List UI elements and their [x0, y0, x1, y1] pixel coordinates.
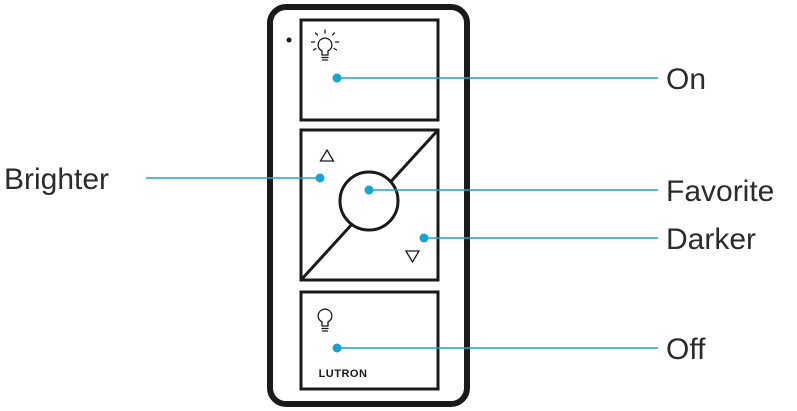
raise-lower-pad	[299, 128, 440, 282]
triangle-down-icon	[404, 250, 421, 264]
status-led	[286, 37, 292, 43]
off-button[interactable]: LUTRON	[299, 290, 440, 391]
light-bulb-on-icon	[310, 29, 340, 61]
favorite-button[interactable]	[338, 170, 400, 232]
callout-lines	[146, 73, 658, 353]
darker-callout-line	[419, 233, 658, 243]
off-callout-line	[332, 343, 658, 353]
label-on: On	[666, 63, 706, 96]
on-button[interactable]	[299, 18, 440, 122]
label-off: Off	[666, 333, 706, 366]
on-callout-line	[332, 73, 658, 83]
favorite-callout-line	[364, 185, 658, 195]
brighter-callout-line	[146, 173, 325, 183]
label-favorite: Favorite	[666, 175, 774, 208]
light-bulb-off-icon	[317, 308, 333, 332]
label-darker: Darker	[666, 223, 756, 256]
brand-logo: LUTRON	[319, 368, 368, 380]
callout-labels: On Brighter Favorite Darker Off	[4, 63, 774, 366]
label-brighter: Brighter	[4, 163, 109, 196]
pico-remote: LUTRON	[267, 4, 470, 407]
triangle-up-icon	[319, 148, 335, 162]
